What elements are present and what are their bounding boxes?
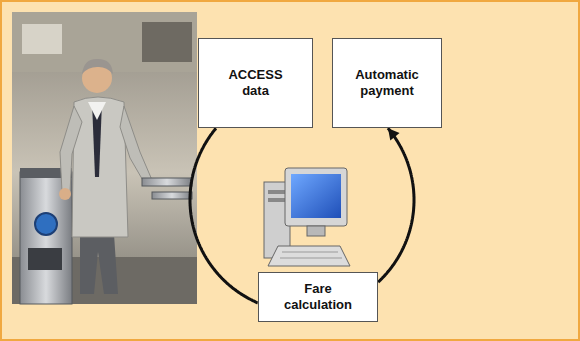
- loop-arrow: [190, 128, 258, 302]
- process-box: ACCESS data: [198, 38, 313, 128]
- box-label: Automatic payment: [347, 67, 427, 99]
- process-box: Fare calculation: [258, 272, 378, 322]
- box-label: Fare calculation: [276, 281, 360, 313]
- box-label: ACCESS data: [216, 67, 296, 99]
- loop-arrow: [378, 128, 414, 282]
- process-box: Automatic payment: [332, 38, 442, 128]
